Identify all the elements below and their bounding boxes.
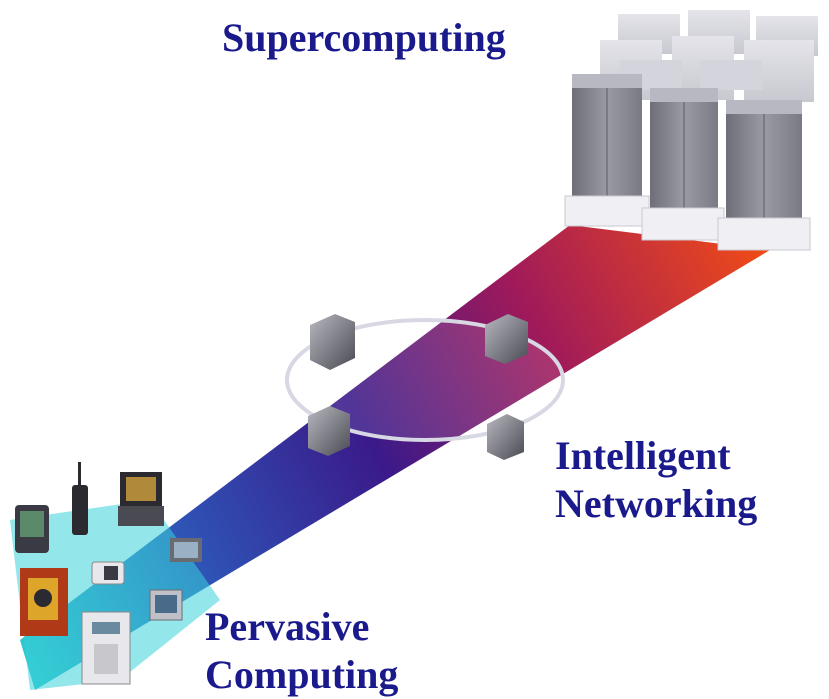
- networking-line1: Intelligent: [555, 433, 731, 478]
- phone-kiosk-icon: [81, 611, 131, 685]
- multimeter-icon: [20, 568, 68, 636]
- supercomputing-label: Supercomputing: [222, 18, 506, 58]
- pervasive-computing-label: Pervasive Computing: [205, 603, 398, 699]
- networking-line2: Networking: [555, 481, 758, 526]
- supercomputing-text: Supercomputing: [222, 15, 506, 60]
- tablet-icon: [149, 538, 202, 621]
- supercomputer-rack-icon: [564, 10, 818, 251]
- camera-icon: [91, 561, 125, 585]
- intelligent-networking-label: Intelligent Networking: [555, 432, 757, 528]
- cell-phone-icon: [72, 462, 88, 535]
- network-server-icon: [308, 314, 528, 460]
- laptop-icon: [118, 472, 164, 526]
- beam-glow: [10, 500, 220, 690]
- pervasive-line1: Pervasive: [205, 604, 370, 649]
- pda-icon: [15, 505, 49, 553]
- pervasive-line2: Computing: [205, 652, 399, 697]
- spectrum-beam: [20, 225, 770, 690]
